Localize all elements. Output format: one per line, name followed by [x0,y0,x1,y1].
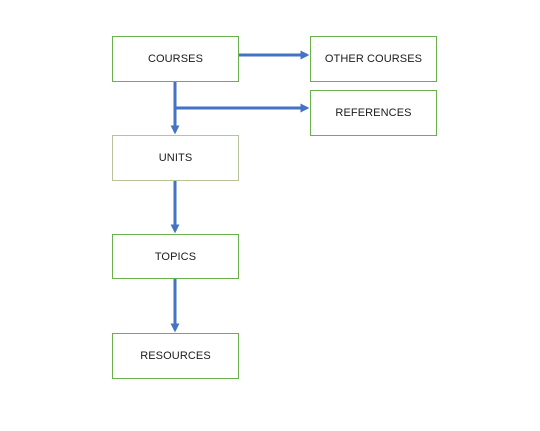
node-resources-label: RESOURCES [140,350,211,362]
node-references-label: REFERENCES [335,107,412,119]
node-courses: COURSES [112,36,239,82]
node-references: REFERENCES [310,90,437,136]
node-other-courses-label: OTHER COURSES [324,53,423,65]
node-units-label: UNITS [158,152,193,164]
node-other-courses: OTHER COURSES [310,36,437,82]
node-topics: TOPICS [112,234,239,279]
node-units: UNITS [112,135,239,181]
node-resources: RESOURCES [112,333,239,379]
node-courses-label: COURSES [147,53,204,65]
node-topics-label: TOPICS [154,250,197,263]
